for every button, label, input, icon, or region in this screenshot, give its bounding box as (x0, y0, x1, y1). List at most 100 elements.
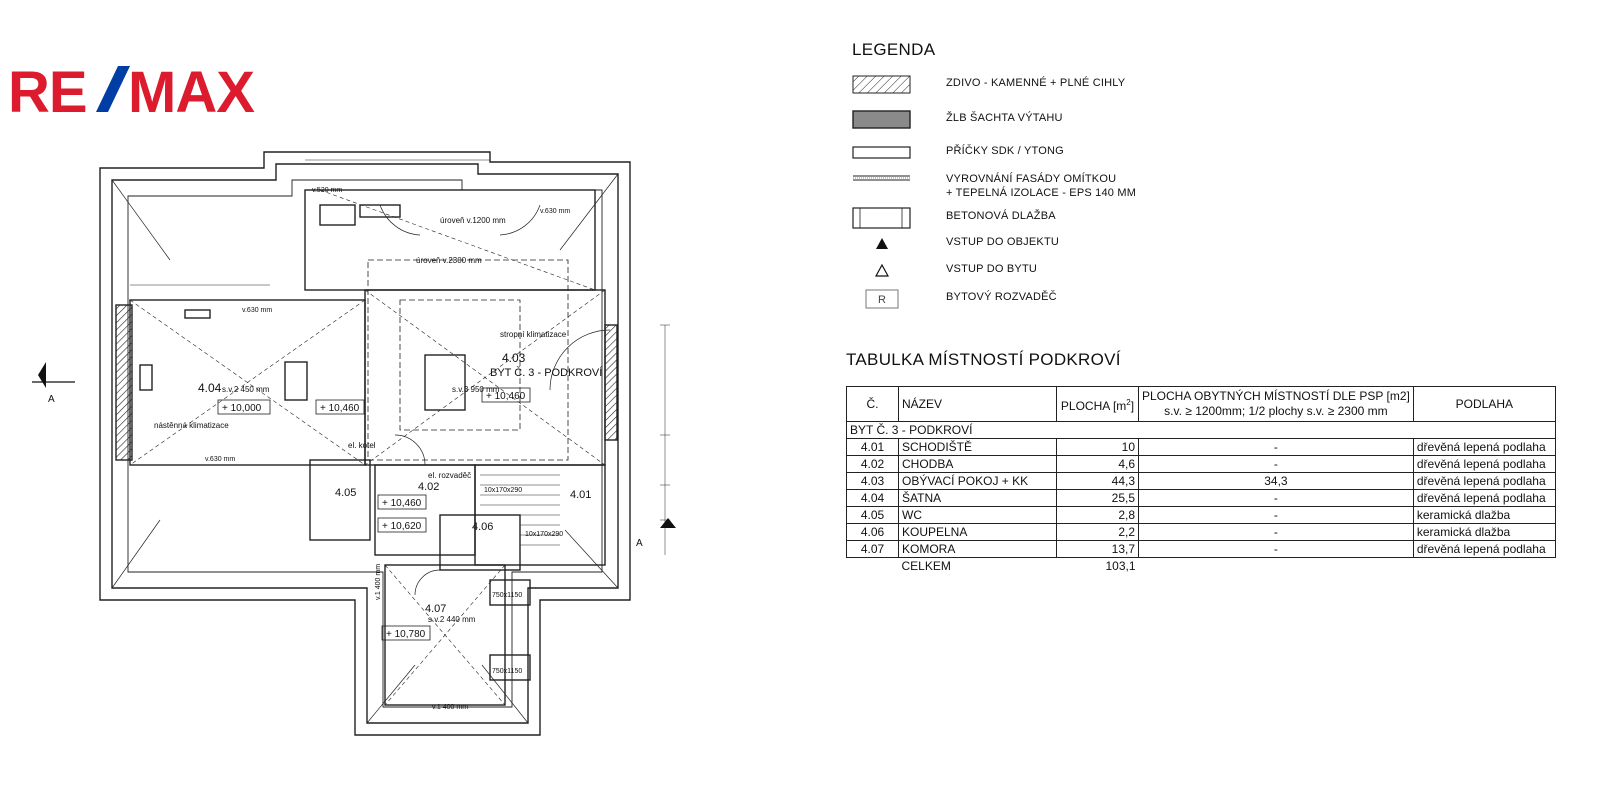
label-ac-left: nástěnná klimatizace (154, 421, 229, 430)
cell-name: ŠATNA (898, 489, 1057, 507)
cell-area: 2,8 (1056, 506, 1139, 524)
cell-num: 4.05 (846, 506, 899, 524)
label-stair-a: 10x170x290 (484, 487, 522, 494)
cell-name: KOUPELNA (898, 523, 1057, 541)
label-uroven-2300: úroveň v.2300 mm (416, 256, 482, 265)
rooms-table: Č. NÁZEV PLOCHA [m2] PLOCHA OBYTNÝCH MÍS… (846, 386, 1556, 574)
label-el-kotel: el. kotel (348, 441, 376, 450)
legend-label-entry-building: VSTUP DO OBJEKTU (946, 236, 1060, 248)
cell-area: 2,2 (1056, 523, 1139, 541)
filled-triangle-icon (876, 238, 888, 249)
table-group-row: BYT Č. 3 - PODKROVÍ (846, 421, 1556, 439)
room-label-404: 4.04 (198, 381, 222, 395)
concrete-swatch-icon (852, 207, 911, 229)
cell-name: KOMORA (898, 540, 1057, 558)
switchboard-r-icon: R (865, 289, 899, 309)
cell-living: - (1138, 506, 1414, 524)
section-label-a: A (48, 394, 55, 405)
room-label-403: 4.03 (502, 351, 526, 365)
legend-label-masonry: ZDIVO - KAMENNÉ + PLNÉ CIHLY (946, 77, 1126, 89)
table-title: TABULKA MÍSTNOSTÍ PODKROVÍ (846, 350, 1121, 369)
header-name: NÁZEV (898, 386, 1057, 422)
cell-living: - (1138, 540, 1414, 558)
total-area: 103,1 (1105, 558, 1136, 573)
stripe-swatch-icon (853, 175, 910, 181)
room-label-407: 4.07 (425, 603, 446, 615)
label-ac-top: stropní klimatizace (500, 330, 567, 339)
cell-area: 10 (1056, 438, 1139, 456)
label-window-a: 750x1150 (492, 592, 522, 599)
legend-label-switchboard: BYTOVÝ ROZVADĚČ (946, 291, 1057, 303)
cell-living: - (1138, 523, 1414, 541)
room-label-401: 4.01 (570, 489, 591, 501)
label-v1400-b: v.1 400 mm (375, 564, 382, 600)
cell-floor: dřevěná lepená podlaha (1412, 540, 1556, 558)
svg-text:R: R (878, 294, 886, 306)
cell-area: 25,5 (1056, 489, 1139, 507)
cell-area: 4,6 (1056, 455, 1139, 473)
legend-label-shaft: ŽLB ŠACHTA VÝTAHU (946, 112, 1063, 124)
table-total-row: CELKEM 103,1 (847, 558, 1556, 575)
cell-num: 4.07 (846, 540, 899, 558)
legend-label-facade: VYROVNÁNÍ FASÁDY OMÍTKOU + TEPELNÁ IZOLA… (946, 173, 1136, 199)
cell-floor: dřevěná lepená podlaha (1412, 438, 1556, 456)
header-num: Č. (846, 386, 899, 422)
grey-fill-swatch-icon (852, 110, 911, 129)
legend-label-facade-line2: + TEPELNÁ IZOLACE - EPS 140 MM (946, 187, 1137, 199)
room-level-403: + 10,460 (486, 391, 526, 402)
label-el-rozvadec: el. rozvaděč (428, 471, 471, 480)
label-window-b: 750x1150 (492, 668, 522, 675)
remax-logo: RE MAX (8, 60, 256, 120)
room-title-403: BYT Č. 3 - PODKROVÍ (490, 366, 603, 379)
room-level-404: + 10,000 (222, 403, 262, 414)
room-level-402: + 10,460 (382, 498, 422, 509)
legend-title: LEGENDA (852, 40, 936, 59)
empty-box-swatch-icon (852, 146, 911, 159)
cell-num: 4.03 (846, 472, 899, 490)
label-stair-b: 10x170x290 (525, 531, 563, 538)
section-label-b: A (636, 538, 643, 549)
cell-num: 4.06 (846, 523, 899, 541)
room-label-405: 4.05 (335, 487, 356, 499)
legend-label-partitions: PŘÍČKY SDK / YTONG (946, 145, 1064, 157)
table-group-label: BYT Č. 3 - PODKROVÍ (846, 421, 1556, 439)
cell-name: WC (898, 506, 1057, 524)
room-height-403: s.v.3 950 mm (452, 385, 500, 394)
cell-area: 44,3 (1056, 472, 1139, 490)
room-label-406: 4.06 (472, 521, 493, 533)
cell-name: CHODBA (898, 455, 1057, 473)
cell-num: 4.01 (846, 438, 899, 456)
header-area: PLOCHA [m2] (1056, 386, 1139, 422)
hatch-swatch-icon (852, 75, 911, 94)
room-label-402: 4.02 (418, 481, 439, 493)
cell-living: - (1138, 455, 1414, 473)
room-level-407: + 10,780 (386, 629, 426, 640)
svg-text:RE: RE (8, 60, 87, 120)
cell-name: OBÝVACÍ POKOJ + KK (898, 472, 1057, 490)
cell-living: - (1138, 438, 1414, 456)
cell-floor: keramická dlažba (1412, 523, 1556, 541)
table-header-row: Č. NÁZEV PLOCHA [m2] PLOCHA OBYTNÝCH MÍS… (846, 386, 1556, 422)
room-height-407: s.v.2 440 mm (428, 615, 476, 624)
room-level-405: + 10,620 (382, 521, 422, 532)
label-uroven-1200: úroveň v.1200 mm (440, 216, 506, 225)
legend-label-facade-line1: VYROVNÁNÍ FASÁDY OMÍTKOU (946, 173, 1117, 185)
cell-area: 13,7 (1056, 540, 1139, 558)
room-height-404: s.v.2 450 mm (222, 385, 270, 394)
label-v630-b: v.630 mm (242, 307, 272, 314)
cell-floor: dřevěná lepená podlaha (1412, 472, 1556, 490)
cell-living: - (1138, 489, 1414, 507)
floor-plan: 4.04 s.v.2 450 mm + 10,000 4.03 BYT Č. 3… (32, 151, 676, 736)
legend-label-entry-flat: VSTUP DO BYTU (946, 263, 1038, 275)
label-v630-a: v.630 mm (540, 208, 570, 215)
header-floor: PODLAHA (1412, 386, 1556, 422)
cell-num: 4.04 (846, 489, 899, 507)
cell-living: 34,3 (1138, 472, 1414, 490)
